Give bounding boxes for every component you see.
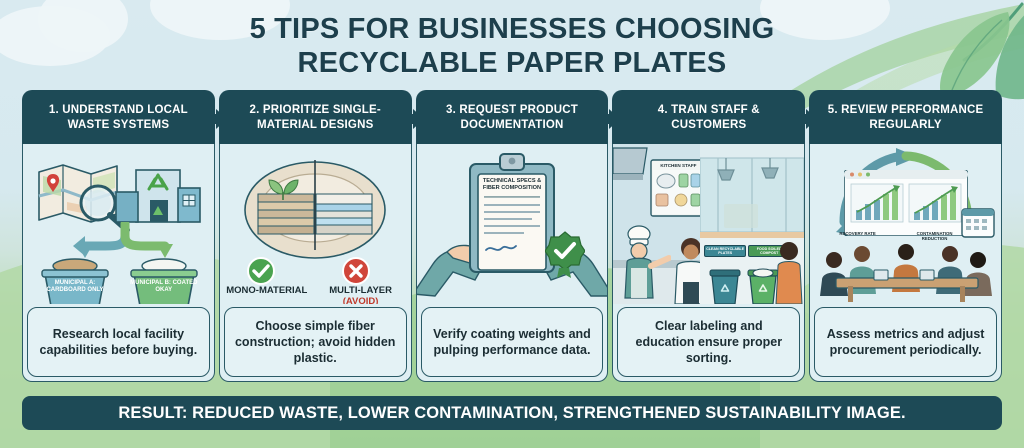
tip-3-body: TECHNICAL SPECS & FIBER COMPOSITION Veri…: [415, 144, 609, 382]
arrow-right-icon: [201, 109, 227, 129]
title-line-1: 5 TIPS FOR BUSINESSES CHOOSING: [249, 13, 775, 45]
tip-5-caption: Assess metrics and adjust procurement pe…: [814, 307, 997, 377]
compost-bin-icon: [747, 268, 779, 304]
tip-1-heading: 1. UNDERSTAND LOCAL WASTE SYSTEMS: [22, 90, 215, 144]
avatar: [964, 252, 993, 296]
tip-5-body: RECOVERY RATE CONTAMINATION REDUCTION: [809, 144, 1002, 382]
arrow-right-icon: [595, 109, 621, 129]
tip-panel-1[interactable]: 1. UNDERSTAND LOCAL WASTE SYSTEMS: [22, 90, 227, 382]
tip-3-document-title: TECHNICAL SPECS & FIBER COMPOSITION: [482, 178, 542, 191]
tip-5-heading: 5. REVIEW PERFORMANCE REGULARLY: [809, 90, 1002, 144]
tip-4-bin-sign-left: CLEAN RECYCLABLE PLATES: [704, 245, 747, 258]
tip-2-heading: 2. PRIORITIZE SINGLE-MATERIAL DESIGNS: [218, 90, 412, 144]
verified-badge-icon: [545, 231, 586, 278]
tip-3-heading: 3. REQUEST PRODUCT DOCUMENTATION: [415, 90, 609, 144]
tip-1-bin-left-label: MUNICIPAL A: CARDBOARD ONLY: [46, 280, 104, 293]
calendar-icon: [961, 208, 995, 238]
tip-2-caption: Choose simple fiber construction; avoid …: [223, 307, 407, 377]
tip-panel-5[interactable]: 5. REVIEW PERFORMANCE REGULARLY: [809, 90, 1002, 382]
dashboard-icon: [843, 170, 968, 236]
customer-icon: [775, 242, 803, 304]
tip-panel-2[interactable]: 2. PRIORITIZE SINGLE-MATERIAL DESIGNS: [218, 90, 424, 382]
bar-chart-icon: [908, 183, 961, 223]
leaf-icon: [268, 179, 299, 200]
tip-5-metric-right-label: CONTAMINATION REDUCTION: [916, 231, 953, 241]
tip-panel-4[interactable]: 4. TRAIN STAFF & CUSTOMERS KITCHEN STAFF: [612, 90, 818, 382]
meeting-table-icon: [820, 244, 993, 302]
leaf-icon: [940, 2, 1024, 100]
tip-4-caption: Clear labeling and education ensure prop…: [617, 307, 801, 377]
clipboard-icon: [468, 153, 555, 273]
result-banner: RESULT: REDUCED WASTE, LOWER CONTAMINATI…: [22, 396, 1002, 430]
result-banner-text: RESULT: REDUCED WASTE, LOWER CONTAMINATI…: [118, 403, 906, 422]
tip-2-good-label: MONO-MATERIAL: [226, 285, 308, 296]
title-line-2: RECYCLABLE PAPER PLATES: [297, 47, 727, 80]
tip-2-body: MONO-MATERIAL MULTI-LAYER (AVOID) Choose…: [218, 144, 412, 382]
tip-4-heading: 4. TRAIN STAFF & CUSTOMERS: [612, 90, 806, 144]
tip-4-illustration: KITCHEN STAFF: [613, 144, 805, 304]
tip-1-body: MUNICIPAL A: CARDBOARD ONLY MUNICIPAL B:…: [22, 144, 215, 382]
tip-panel-3[interactable]: 3. REQUEST PRODUCT DOCUMENTATION: [415, 90, 621, 382]
avatar: [820, 252, 849, 296]
tip-5-metric-left-label: RECOVERY RATE: [839, 231, 876, 236]
recycling-bin-icon: [709, 269, 741, 304]
tip-2-illustration: MONO-MATERIAL MULTI-LAYER (AVOID): [220, 144, 411, 304]
tip-1-illustration: MUNICIPAL A: CARDBOARD ONLY MUNICIPAL B:…: [23, 144, 214, 304]
arrow-down-icon: [73, 222, 173, 258]
tip-3-caption: Verify coating weights and pulping perfo…: [420, 307, 604, 377]
arrow-right-icon: [792, 109, 818, 129]
page-title: 5 TIPS FOR BUSINESSES CHOOSING RECYCLABL…: [0, 12, 1024, 80]
check-circle-icon: [246, 257, 275, 285]
chef-icon: [624, 225, 672, 299]
arrow-right-icon: [398, 109, 424, 129]
tip-4-poster-title: KITCHEN STAFF: [660, 163, 697, 168]
cloud-icon: [38, 0, 128, 52]
tip-2-bad-label: MULTI-LAYER (AVOID): [329, 285, 392, 304]
tips-panel-row: 1. UNDERSTAND LOCAL WASTE SYSTEMS: [22, 90, 1002, 382]
bar-chart-icon: [850, 183, 903, 223]
waste-bin-icon: [41, 258, 109, 304]
recycling-facility-icon: [114, 169, 201, 223]
tip-5-illustration: RECOVERY RATE CONTAMINATION REDUCTION: [810, 144, 1001, 304]
x-circle-icon: [341, 257, 370, 285]
tip-1-bin-right-label: MUNICIPAL B: COATED OKAY: [130, 280, 198, 293]
tip-1-caption: Research local facility capabilities bef…: [27, 307, 210, 377]
paper-plate-icon: [244, 160, 386, 259]
tip-3-illustration: TECHNICAL SPECS & FIBER COMPOSITION: [416, 144, 608, 304]
tip-4-body: KITCHEN STAFF: [612, 144, 806, 382]
waste-bin-icon: [130, 258, 198, 304]
training-poster-icon: [653, 170, 704, 214]
